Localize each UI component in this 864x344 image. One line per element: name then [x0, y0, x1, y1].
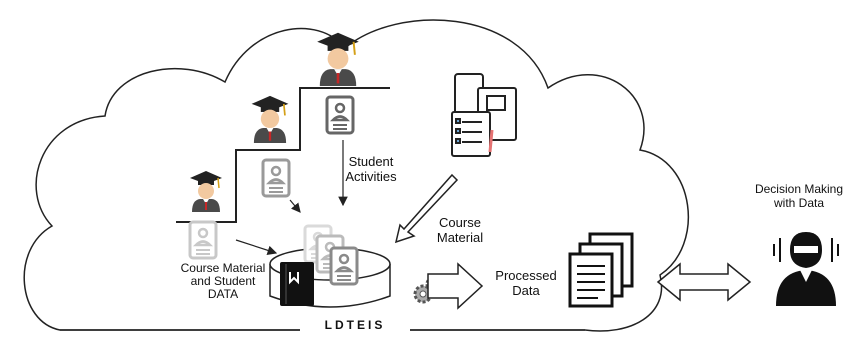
- label-line: with Data: [773, 196, 825, 210]
- graduate-student-icon: [250, 94, 290, 144]
- decision-making-label: Decision Making with Data: [744, 182, 854, 210]
- cloud-title: LDTEIS: [300, 318, 410, 332]
- label-line: Course Material: [180, 261, 266, 275]
- achievement-staircase: [176, 87, 390, 223]
- decision-maker-icon: [773, 232, 839, 306]
- label-line: Student: [348, 154, 394, 169]
- label-line: Material: [436, 230, 484, 245]
- label-line: Data: [512, 283, 540, 298]
- label-line: Activities: [345, 169, 397, 184]
- course-books-icon: [451, 73, 517, 157]
- bidirectional-arrow: [656, 262, 752, 302]
- student-record-icon: [188, 220, 218, 260]
- course-material-arrow: [394, 173, 459, 244]
- label-line: DATA: [207, 287, 239, 301]
- processed-documents-icon: [568, 232, 634, 308]
- student-record-icon: [261, 158, 291, 198]
- data-store-label: Course Material and Student DATA: [170, 262, 276, 301]
- student-record-icon: [325, 95, 355, 135]
- record-arrow: [289, 199, 301, 213]
- graduate-student-icon: [189, 170, 223, 213]
- database-cylinder-icon: [269, 224, 391, 308]
- label-line: Course: [439, 215, 481, 230]
- processed-data-label: Processed Data: [486, 268, 566, 298]
- course-material-label: Course Material: [426, 215, 494, 245]
- label-line: Processed: [495, 268, 557, 283]
- label-line: and Student: [190, 274, 256, 288]
- student-activities-label: Student Activities: [336, 154, 406, 184]
- label-line: Decision Making: [754, 182, 844, 196]
- graduate-student-icon: [316, 31, 360, 87]
- record-arrow: [235, 239, 278, 255]
- process-arrow: [427, 262, 484, 310]
